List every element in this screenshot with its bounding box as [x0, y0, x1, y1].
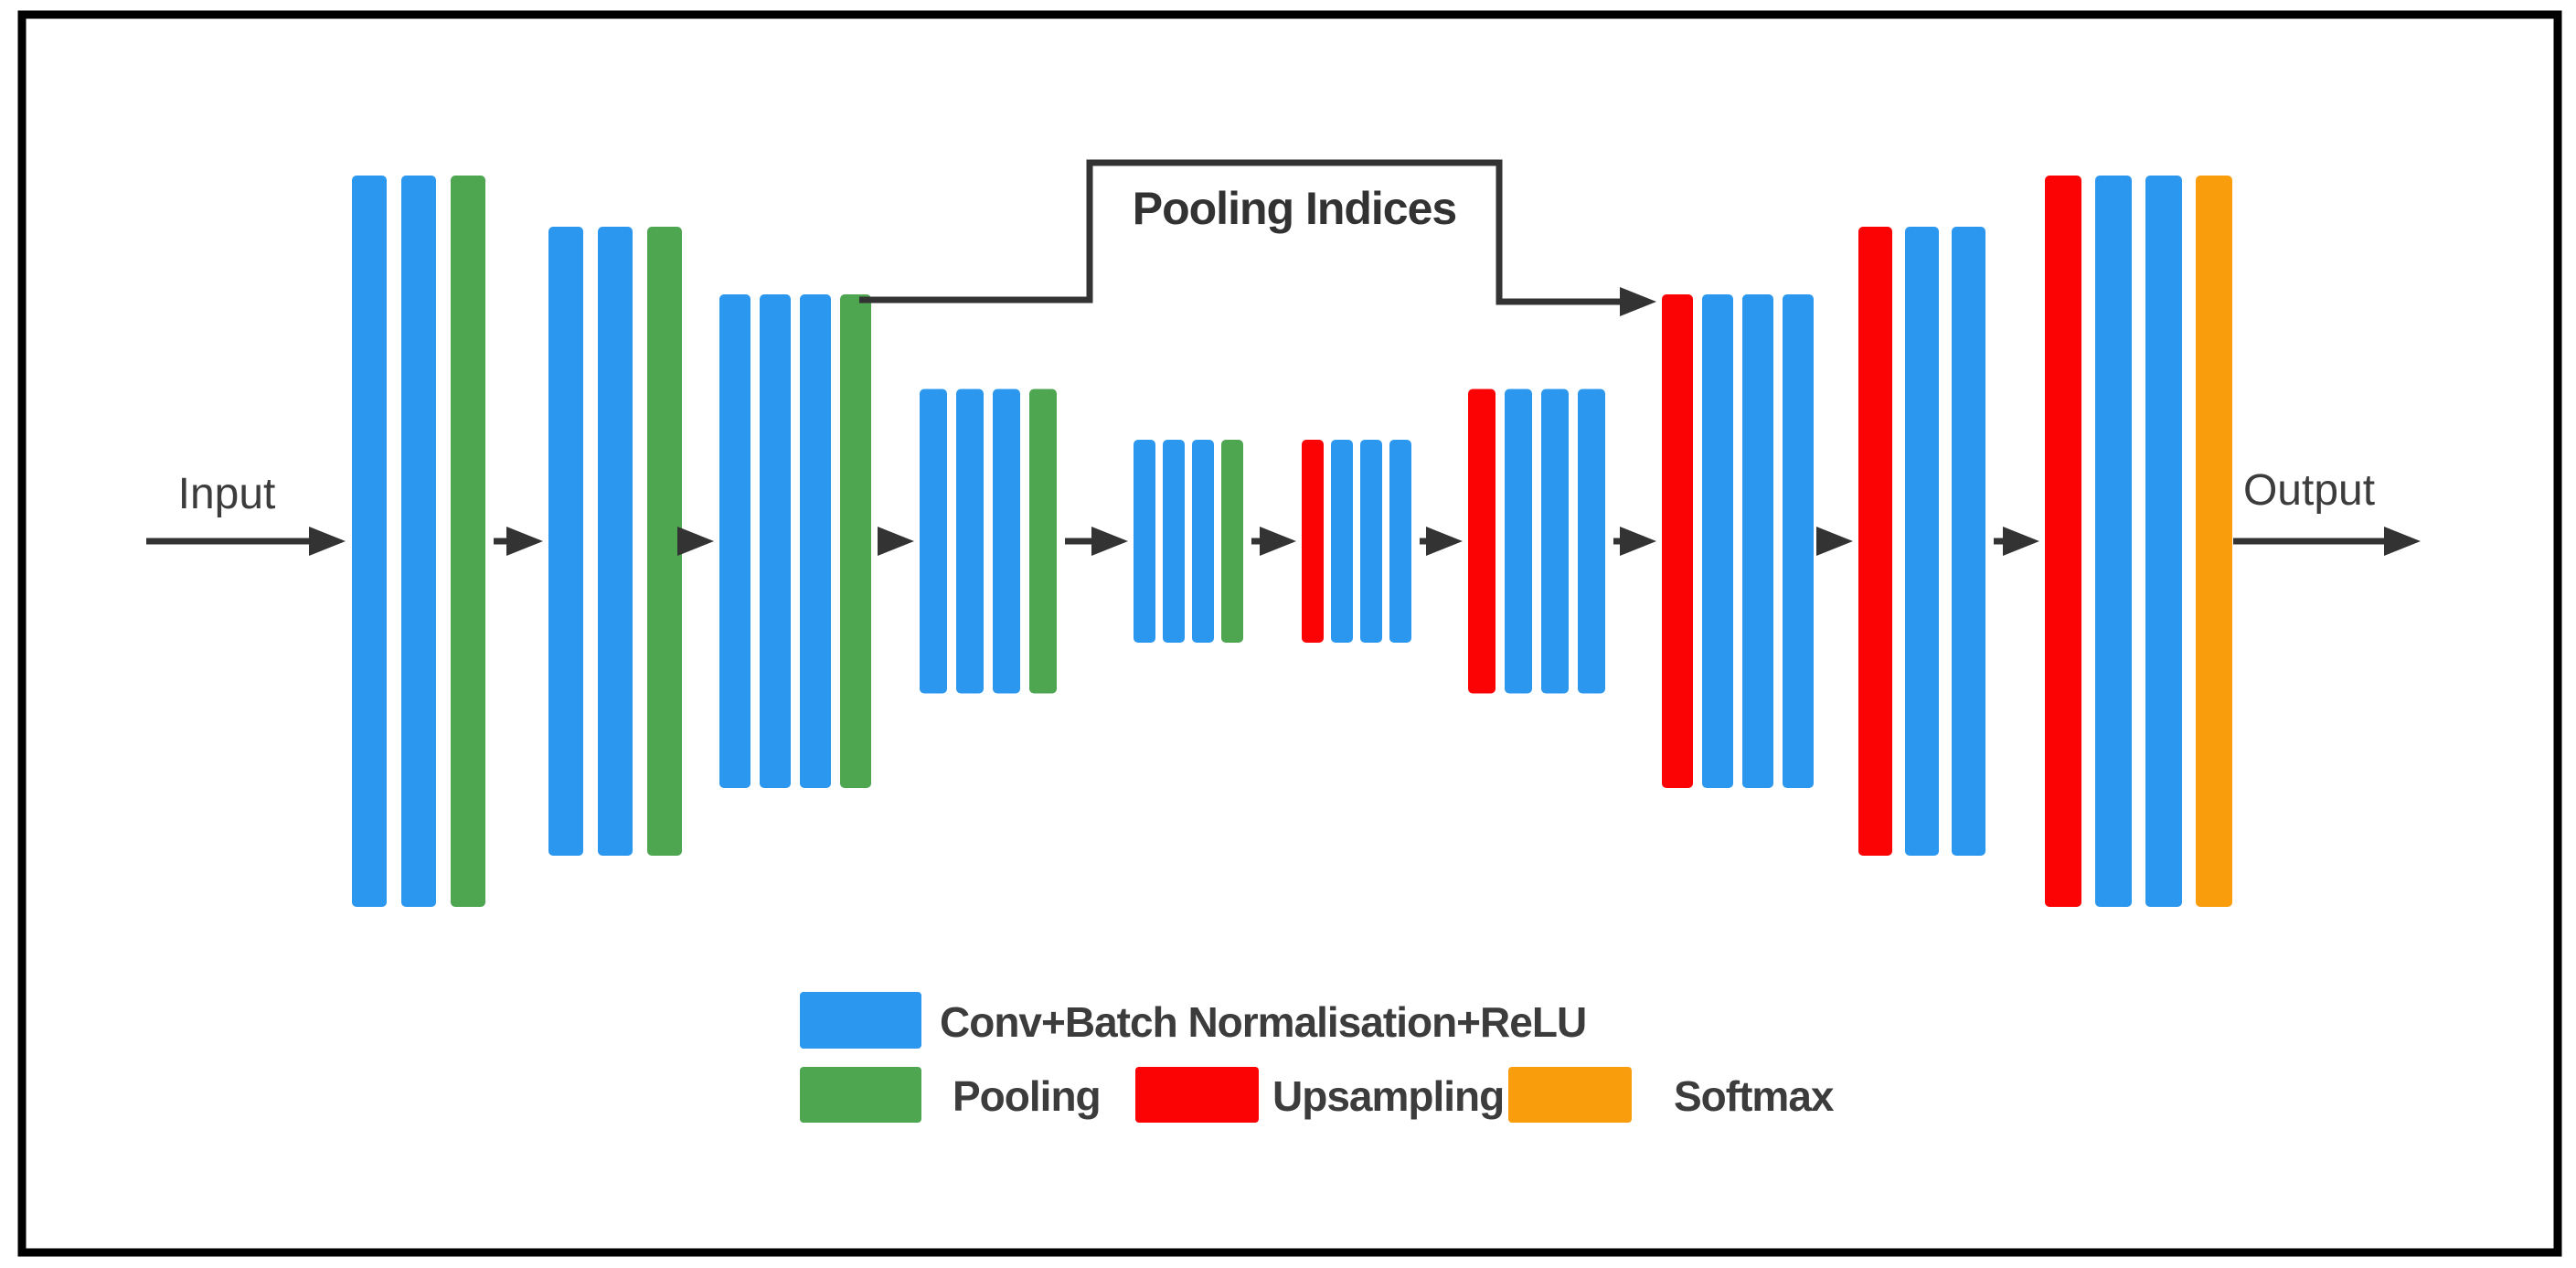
- flow-arrow-3: [878, 527, 914, 556]
- blue-layer-bar: [598, 227, 633, 856]
- red-layer-bar: [1302, 440, 1324, 643]
- blue-layer-bar: [401, 176, 436, 907]
- blue-layer-bar: [1192, 440, 1214, 643]
- legend-swatch-green: [800, 1067, 921, 1123]
- decoder-stage-3: [1662, 294, 1814, 788]
- blue-layer-bar: [920, 389, 947, 694]
- legend-item-red: Upsampling: [1135, 1067, 1505, 1123]
- blue-layer-bar: [2095, 176, 2132, 907]
- red-layer-bar: [1858, 227, 1892, 856]
- legend: Conv+Batch Normalisation+ReLU Pooling Upsa…: [800, 992, 1836, 1123]
- blue-layer-bar: [993, 389, 1020, 694]
- flow-arrow-3-head: [878, 527, 914, 556]
- flow-arrow-2: [677, 527, 714, 556]
- legend-swatch-red: [1135, 1067, 1259, 1123]
- blue-layer-bar: [800, 294, 831, 788]
- blue-layer-bar: [1783, 294, 1814, 788]
- output-label: Output: [2243, 466, 2375, 515]
- green-layer-bar: [451, 176, 485, 907]
- blue-layer-bar: [548, 227, 583, 856]
- flow-arrow-4-head: [1091, 527, 1128, 556]
- blue-layer-bar: [1134, 440, 1155, 643]
- encoder-stage-3: [719, 294, 871, 788]
- layer-groups: [352, 176, 2232, 907]
- flow-arrows: [146, 527, 2421, 556]
- blue-layer-bar: [760, 294, 791, 788]
- flow-arrow-4: [1065, 527, 1128, 556]
- legend-label-red: Upsampling: [1272, 1072, 1504, 1120]
- flow-arrow-9: [1994, 527, 2039, 556]
- blue-layer-bar: [956, 389, 984, 694]
- legend-label-green: Pooling: [953, 1072, 1101, 1120]
- red-layer-bar: [1662, 294, 1693, 788]
- decoder-stage-2: [1468, 389, 1605, 694]
- encoder-stage-1: [352, 176, 485, 907]
- blue-layer-bar: [1163, 440, 1185, 643]
- green-layer-bar: [1221, 440, 1243, 643]
- blue-layer-bar: [1360, 440, 1382, 643]
- flow-arrow-5-head: [1260, 527, 1296, 556]
- output-arrow: [2233, 527, 2421, 556]
- encoder-stage-4: [920, 389, 1057, 694]
- green-layer-bar: [647, 227, 682, 856]
- blue-layer-bar: [1578, 389, 1605, 694]
- blue-layer-bar: [719, 294, 750, 788]
- blue-layer-bar: [1905, 227, 1939, 856]
- green-layer-bar: [840, 294, 871, 788]
- pooling-indices-connector: [859, 159, 1656, 316]
- output-arrow-head: [2384, 527, 2421, 556]
- flow-arrow-1-head: [506, 527, 543, 556]
- flow-arrow-1: [494, 527, 543, 556]
- decoder-stage-5: [2045, 176, 2232, 907]
- flow-arrow-5: [1251, 527, 1296, 556]
- flow-arrow-6: [1420, 527, 1463, 556]
- flow-arrow-9-head: [2003, 527, 2039, 556]
- orange-layer-bar: [2196, 176, 2232, 907]
- flow-arrow-8-head: [1816, 527, 1853, 556]
- decoder-stage-1: [1302, 440, 1411, 643]
- figure-border: [17, 10, 2562, 1257]
- flow-arrow-7: [1613, 527, 1656, 556]
- encoder-stage-5: [1134, 440, 1243, 643]
- legend-item-orange: Softmax: [1508, 1067, 1836, 1123]
- decoder-stage-4: [1858, 227, 1985, 856]
- legend-item-green: Pooling: [800, 1067, 1102, 1123]
- blue-layer-bar: [1505, 389, 1532, 694]
- legend-label-blue: Conv+Batch Normalisation+ReLU: [940, 998, 1586, 1046]
- blue-layer-bar: [1541, 389, 1569, 694]
- flow-arrow-8: [1816, 527, 1853, 556]
- pooling-indices-line: [859, 159, 1631, 305]
- flow-arrow-2-head: [677, 527, 714, 556]
- blue-layer-bar: [1702, 294, 1733, 788]
- blue-layer-bar: [2145, 176, 2182, 907]
- blue-layer-bar: [1742, 294, 1773, 788]
- red-layer-bar: [2045, 176, 2081, 907]
- blue-layer-bar: [1952, 227, 1985, 856]
- blue-layer-bar: [1331, 440, 1353, 643]
- pooling-indices-arrowhead: [1620, 287, 1656, 316]
- flow-arrow-7-head: [1620, 527, 1656, 556]
- input-arrow: [146, 527, 346, 556]
- red-layer-bar: [1468, 389, 1496, 694]
- pooling-indices-label: Pooling Indices: [1133, 183, 1456, 234]
- blue-layer-bar: [1389, 440, 1411, 643]
- green-layer-bar: [1029, 389, 1057, 694]
- legend-label-orange: Softmax: [1674, 1072, 1835, 1120]
- legend-swatch-blue: [800, 992, 921, 1049]
- encoder-stage-2: [548, 227, 682, 856]
- input-arrow-head: [309, 527, 346, 556]
- legend-swatch-orange: [1508, 1067, 1632, 1123]
- legend-item-blue: Conv+Batch Normalisation+ReLU: [800, 992, 1587, 1049]
- input-label: Input: [178, 470, 276, 518]
- blue-layer-bar: [352, 176, 387, 907]
- flow-arrow-6-head: [1426, 527, 1463, 556]
